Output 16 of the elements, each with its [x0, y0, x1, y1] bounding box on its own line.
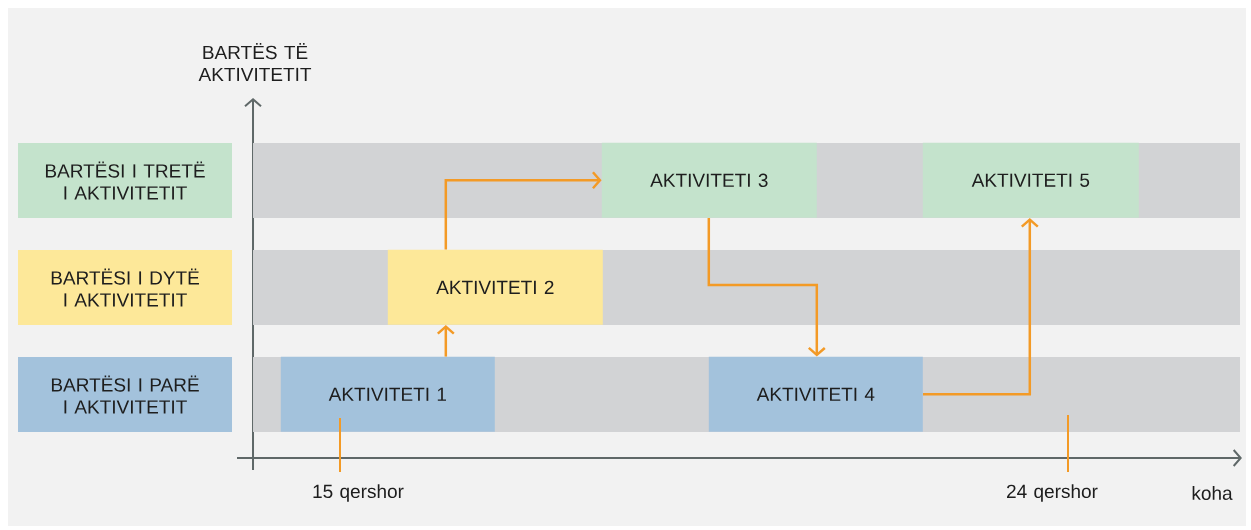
arrow [923, 218, 1039, 396]
activity-box: AKTIVITETI 4 [708, 356, 923, 432]
activity-box: AKTIVITETI 3 [601, 142, 817, 218]
activity-box: AKTIVITETI 1 [280, 356, 495, 432]
axis-label: koha [1192, 486, 1233, 500]
date-label: 15 qershor [313, 484, 404, 502]
arrow [707, 218, 826, 357]
date-label: 24 qershor [1007, 484, 1098, 502]
lane-label: BARTËSI I DYTË I AKTIVITETIT [18, 250, 232, 325]
lane-label: BARTËSI I TRETË I AKTIVITETIT [18, 143, 232, 218]
arrow [437, 325, 455, 357]
lane-label: BARTËSI I PARË I AKTIVITETIT [18, 357, 232, 432]
axis-title: BARTËS TË AKTIVITETIT [198, 43, 312, 81]
arrow [444, 171, 602, 250]
activity-box: AKTIVITETI 5 [922, 142, 1139, 218]
activity-box: AKTIVITETI 2 [387, 249, 603, 325]
